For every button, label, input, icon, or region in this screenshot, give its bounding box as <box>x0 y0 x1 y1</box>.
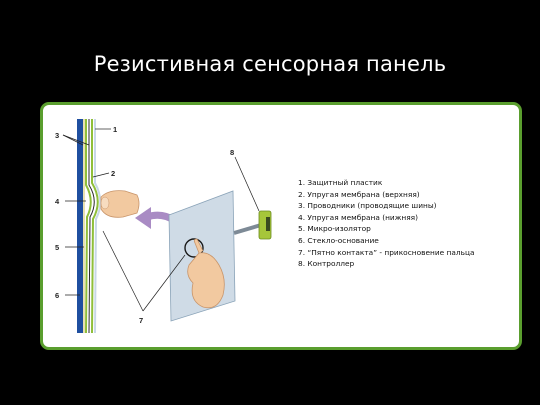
lower-membrane-layer <box>85 119 92 334</box>
glass-substrate-layer <box>77 119 83 333</box>
index-finger-icon <box>193 238 204 254</box>
arrow-head-icon <box>135 207 151 229</box>
legend-list: 1. Защитный пластик 2. Упругая мембрана … <box>298 177 513 270</box>
callout-5: 5 <box>55 243 59 252</box>
layer-stack <box>77 119 102 334</box>
micro-insulator-layer <box>83 119 85 333</box>
callout-6: 6 <box>55 291 59 300</box>
hand-touch <box>187 238 225 309</box>
diagram-panel: 1 2 3 4 5 6 7 8 1. Защитный пластик 2. У… <box>40 102 522 350</box>
fingernail-icon <box>100 196 110 210</box>
resistive-panel-diagram: 1 2 3 4 5 6 7 8 <box>55 119 272 334</box>
controller-connector <box>266 217 270 231</box>
protective-plastic-layer <box>94 119 102 334</box>
legend-item: 1. Защитный пластик <box>298 178 383 187</box>
legend-item: 4. Упругая мембрана (нижняя) <box>298 212 418 222</box>
legend-item: 7. “Пятно контакта” - прикосновение паль… <box>298 247 475 257</box>
callout-3: 3 <box>55 131 59 140</box>
legend-item: 3. Проводники (проводящие шины) <box>298 201 437 211</box>
finger-icon <box>100 190 140 218</box>
callout-4: 4 <box>55 197 60 206</box>
finger-press <box>100 190 140 218</box>
upper-membrane-layer <box>91 119 99 334</box>
legend-item: 2. Упругая мембрана (верхняя) <box>298 189 420 199</box>
leader-lines <box>62 128 260 312</box>
slide-title: Резистивная сенсорная панель <box>93 52 447 76</box>
callout-8: 8 <box>230 148 234 157</box>
callout-2: 2 <box>111 169 115 178</box>
legend-item: 8. Контроллер <box>298 259 355 269</box>
legend-item: 5. Микро-изолятор <box>298 224 371 234</box>
legend-item: 6. Стекло-основание <box>298 235 379 245</box>
callout-1: 1 <box>113 125 117 134</box>
callout-7: 7 <box>139 316 143 325</box>
controller-cable <box>233 223 262 235</box>
hand-icon <box>187 252 225 309</box>
conductor-layer <box>88 119 95 334</box>
contact-spot-circle <box>184 238 204 258</box>
